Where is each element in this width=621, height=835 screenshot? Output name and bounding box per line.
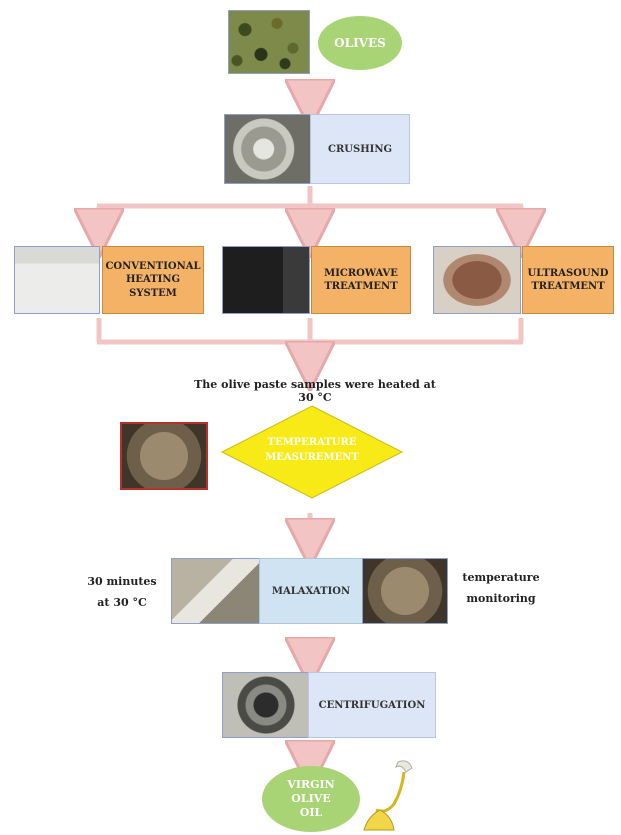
crushing-box: CRUSHING xyxy=(310,114,410,184)
ultrasound-box: ULTRASOUND TREATMENT xyxy=(522,246,614,314)
centrifugation-box: CENTRIFUGATION xyxy=(308,672,436,738)
crushing-label: CRUSHING xyxy=(327,143,393,155)
ultrasound-label: ULTRASOUND TREATMENT xyxy=(527,267,609,293)
conventional-label: CONVENTIONAL HEATING SYSTEM xyxy=(105,260,201,299)
oil-pour-illustration xyxy=(363,760,413,831)
malaxation-label: MALAXATION xyxy=(271,585,351,597)
olives-ellipse: OLIVES xyxy=(318,16,402,70)
virgin-olive-oil-ellipse: VIRGIN OLIVE OIL xyxy=(262,766,360,832)
conventional-box: CONVENTIONAL HEATING SYSTEM xyxy=(102,246,204,314)
centrifuge-photo xyxy=(222,672,310,738)
malax-right-note: temperature monitoring xyxy=(462,571,540,605)
malax-left-note: 30 minutes at 30 °C xyxy=(87,575,157,609)
olives-photo xyxy=(228,10,310,74)
olives-label: OLIVES xyxy=(334,35,386,50)
centrifugation-label: CENTRIFUGATION xyxy=(318,699,426,711)
microwave-photo xyxy=(222,246,310,314)
ultrasound-photo xyxy=(433,246,521,314)
paste-photo-2 xyxy=(362,558,448,624)
microwave-box: MICROWAVE TREATMENT xyxy=(311,246,411,314)
final-label: VIRGIN OLIVE OIL xyxy=(287,778,335,819)
crusher-photo xyxy=(224,114,312,184)
heated-note: The olive paste samples were heated at 3… xyxy=(194,378,436,404)
mixer-photo xyxy=(171,558,261,624)
temperature-diamond xyxy=(220,405,404,499)
microwave-label: MICROWAVE TREATMENT xyxy=(324,267,398,293)
temperature-label: TEMPERATURE MEASUREMENT xyxy=(265,437,359,463)
malaxation-box: MALAXATION xyxy=(259,558,363,624)
paste-photo xyxy=(120,422,208,490)
heater-photo xyxy=(14,246,100,314)
